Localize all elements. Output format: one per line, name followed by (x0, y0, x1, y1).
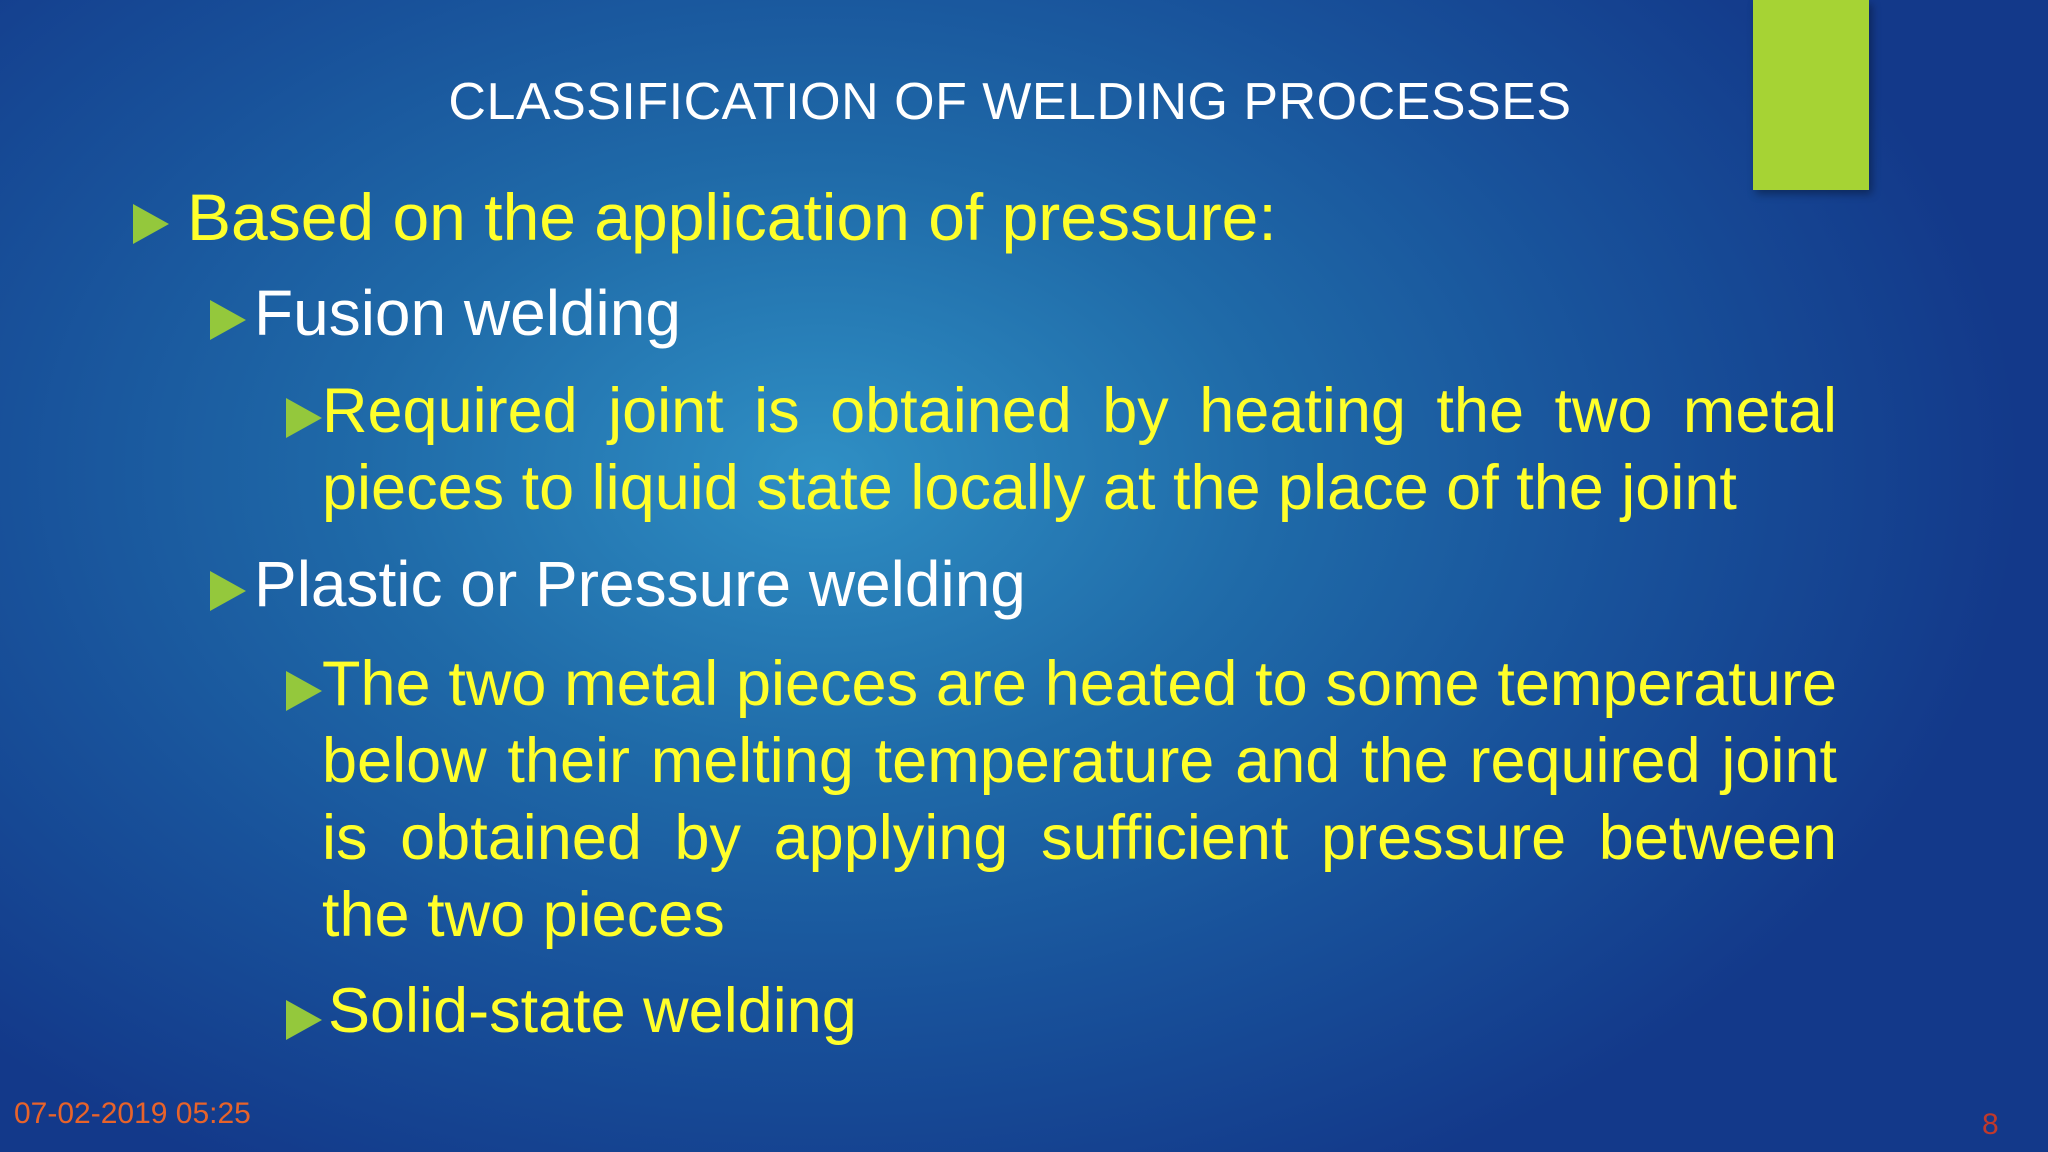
bullet-text: Plastic or Pressure welding (254, 548, 1026, 620)
slide-title: CLASSIFICATION OF WELDING PROCESSES (448, 73, 1572, 131)
bullet-text: Based on the application of pressure: (187, 180, 1277, 254)
footer-date: 07-02-2019 05:25 (14, 1097, 251, 1130)
bullet-arrow-icon (210, 571, 246, 611)
accent-bar (1753, 0, 1869, 190)
bullet-text: Required joint is obtained by heating th… (322, 376, 1837, 523)
bullet-arrow-icon (286, 671, 322, 711)
bullet-arrow-icon (286, 398, 322, 438)
bullet-arrow-icon (133, 204, 169, 244)
bullet-arrow-icon (210, 300, 246, 340)
page-number: 8 (1982, 1108, 1999, 1141)
bullet-arrow-icon (286, 1000, 322, 1040)
bullet-text: The two metal pieces are heated to some … (322, 649, 1837, 950)
bullet-text: Solid-state welding (328, 976, 857, 1046)
bullet-text: Fusion welding (254, 277, 681, 349)
